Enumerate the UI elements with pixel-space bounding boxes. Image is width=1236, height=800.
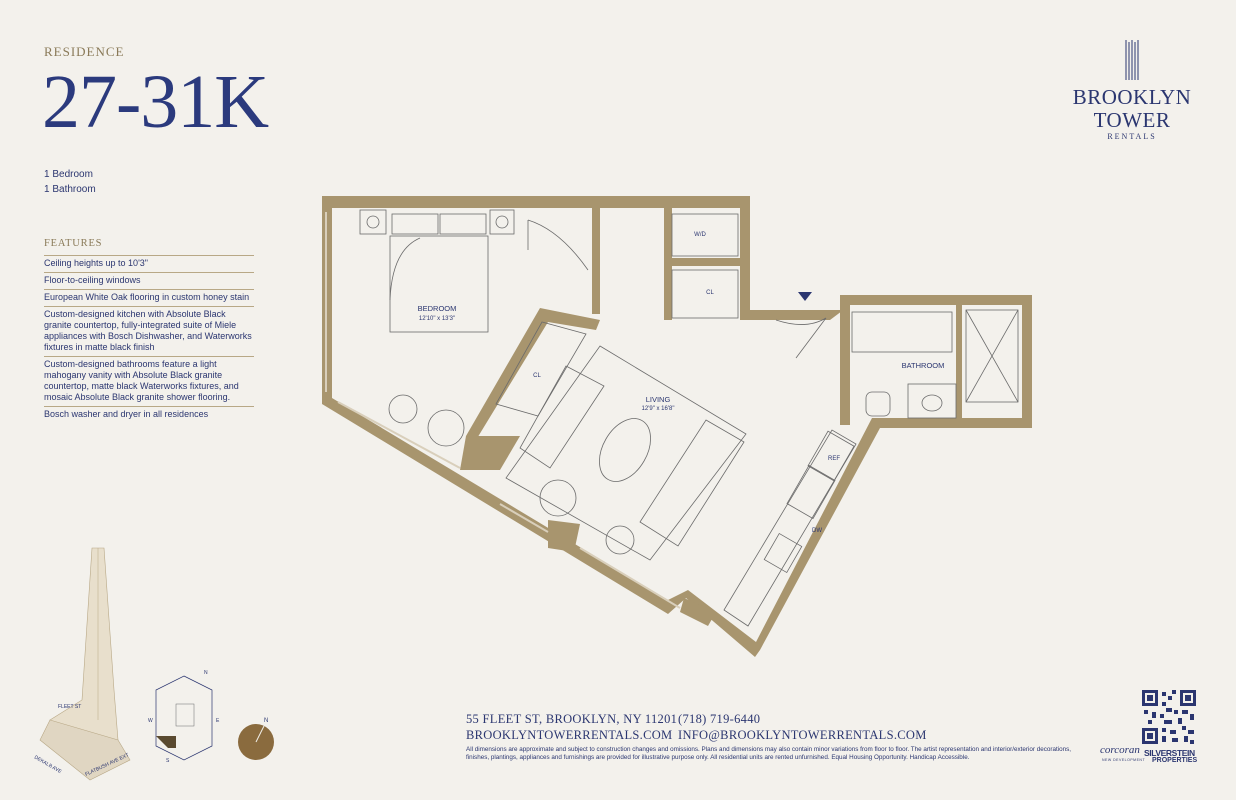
feature-item: European White Oak flooring in custom ho… <box>44 289 254 306</box>
compass-north: N <box>264 718 268 724</box>
closet-label: CL <box>533 373 541 379</box>
key-east: E <box>216 718 220 724</box>
partner-logo-corcoran: corcoran <box>1100 744 1140 756</box>
ref-label: REF <box>828 456 840 462</box>
feature-item: Custom-designed bathrooms feature a ligh… <box>44 356 254 406</box>
bedroom-count: 1 Bedroom <box>44 169 93 180</box>
closet-label: CL <box>706 290 714 296</box>
street-label: FLEET ST <box>58 704 81 710</box>
bathroom-fixtures <box>775 309 1019 419</box>
qr-code-icon[interactable] <box>1142 690 1196 744</box>
kitchen-and-closets <box>495 321 857 627</box>
entry-arrow-icon <box>798 292 812 301</box>
unit-number: 27-31K <box>42 60 269 144</box>
living-label: LIVING <box>646 395 671 404</box>
key-south: S <box>166 758 170 764</box>
feature-item: Custom-designed kitchen with Absolute Bl… <box>44 306 254 356</box>
partner-logo-corcoran-sub: NEW DEVELOPMENT <box>1102 758 1146 762</box>
logo-line-1: BROOKLYN <box>1072 85 1192 109</box>
address: 55 FLEET ST, BROOKLYN, NY 11201 <box>466 712 678 726</box>
email-link[interactable]: INFO@BROOKLYNTOWERRENTALS.COM <box>678 728 927 742</box>
interior-walls <box>460 208 962 626</box>
key-north: N <box>204 670 208 676</box>
living-dims: 12'9" x 16'8" <box>642 406 675 412</box>
disclaimer: All dimensions are approximate and subje… <box>466 746 1072 761</box>
wd-label: W/D <box>694 232 706 238</box>
logo-line-3: RENTALS <box>1107 132 1157 141</box>
windows <box>325 212 681 609</box>
key-plan: N E S W <box>148 670 220 764</box>
feature-item: Ceiling heights up to 10'3" <box>44 255 254 272</box>
feature-item: Floor-to-ceiling windows <box>44 272 254 289</box>
bedroom-dims: 12'10" x 13'3" <box>419 316 455 322</box>
partner-logo-properties: PROPERTIES <box>1152 757 1198 764</box>
living-furniture <box>505 345 747 561</box>
bedroom-label: BEDROOM <box>418 304 457 313</box>
logo-mark-icon <box>1125 40 1139 80</box>
bathroom-label: BATHROOM <box>902 361 945 370</box>
website-link[interactable]: BROOKLYNTOWERRENTALS.COM <box>466 728 673 742</box>
features-list: Ceiling heights up to 10'3" Floor-to-cei… <box>44 255 254 423</box>
residence-eyebrow: RESIDENCE <box>44 44 125 59</box>
bedroom-furniture <box>359 209 739 447</box>
key-west: W <box>148 718 153 724</box>
dw-label: DW <box>812 528 822 534</box>
feature-item: Bosch washer and dryer in all residences <box>44 406 254 423</box>
street-label: DEKALB AVE <box>33 755 63 776</box>
features-heading: FEATURES <box>44 238 103 249</box>
bathroom-count: 1 Bathroom <box>44 184 96 195</box>
logo-line-2: TOWER <box>1093 108 1171 132</box>
brooklyn-tower-logo[interactable]: BROOKLYN TOWER RENTALS <box>1062 40 1202 141</box>
compass-icon: N <box>238 718 274 760</box>
tower-illustration: FLEET ST DEKALB AVE FLATBUSH AVE EXT <box>33 547 131 781</box>
phone[interactable]: (718) 719-6440 <box>678 712 761 726</box>
partner-logo-silverstein: SILVERSTEIN <box>1144 748 1195 758</box>
